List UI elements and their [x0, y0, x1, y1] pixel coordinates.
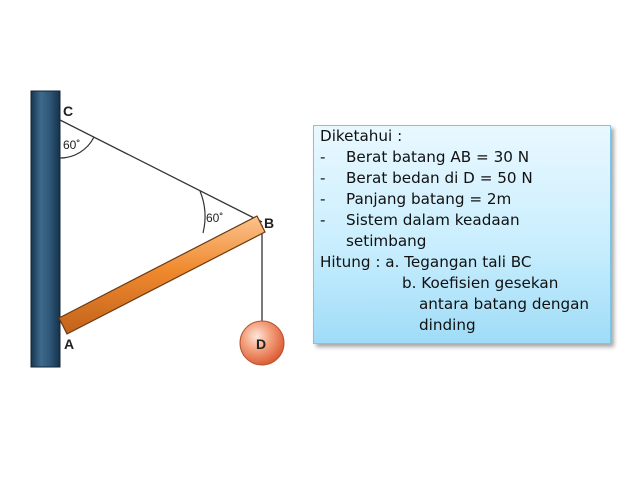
point-a-label: A	[64, 336, 74, 352]
point-c-label: C	[63, 103, 73, 119]
given-heading: Diketahui :	[320, 127, 403, 145]
angle-arc-b	[199, 190, 206, 234]
weight-ball	[239, 320, 285, 366]
given-text: Sistem dalam keadaan	[346, 211, 520, 229]
string-bc	[59, 119, 263, 223]
ask-line-b3: dinding	[419, 316, 476, 334]
ask-a-text: a. Tegangan tali BC	[385, 253, 532, 271]
given-item: - Panjang batang = 2m	[320, 189, 604, 210]
wall	[30, 90, 61, 368]
given-item: - Berat batang AB = 30 N	[320, 147, 604, 168]
bullet-dash: -	[320, 169, 326, 187]
point-d-label: D	[256, 336, 266, 352]
ask-line-b: b. Koefisien gesekan	[402, 274, 559, 292]
ask-line-a: Hitung : a. Tegangan tali BC	[320, 252, 604, 273]
given-item: - Berat bedan di D = 50 N	[320, 168, 604, 189]
angle-arc-c	[59, 136, 95, 159]
bullet-dash: -	[320, 211, 326, 229]
ask-label: Hitung :	[320, 253, 386, 271]
given-text: Berat bedan di D = 50 N	[346, 169, 533, 187]
ask-line-b2: antara batang dengan	[419, 295, 590, 313]
info-box: Diketahui : - Berat batang AB = 30 N - B…	[313, 125, 611, 344]
rod-ab	[58, 215, 266, 335]
angle-c-label: 60˚	[63, 138, 80, 152]
given-text: Berat batang AB = 30 N	[346, 148, 530, 166]
given-text: Panjang batang = 2m	[346, 190, 512, 208]
bullet-dash: -	[320, 190, 326, 208]
angle-b-label: 60˚	[206, 211, 223, 225]
given-continuation: setimbang	[346, 232, 427, 250]
bullet-dash: -	[320, 148, 326, 166]
given-item: - Sistem dalam keadaan	[320, 210, 604, 231]
point-b-label: B	[264, 215, 274, 231]
